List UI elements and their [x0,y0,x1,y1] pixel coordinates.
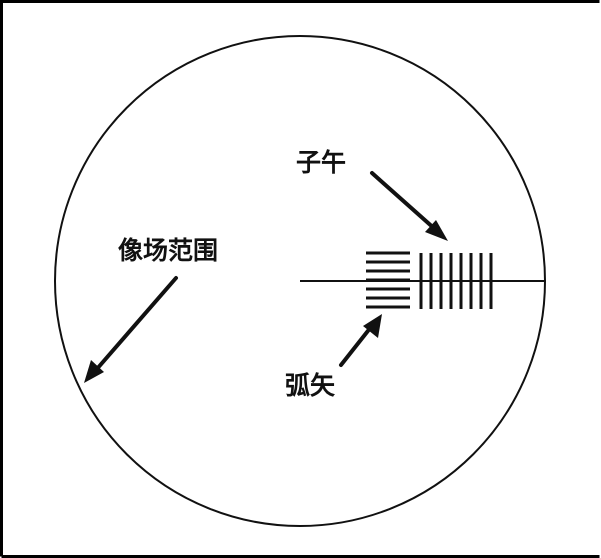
meridional-label: 子午 [296,148,346,177]
sagittal-arrow [339,314,382,367]
sagittal-pattern [366,251,410,309]
sagittal-label: 弧矢 [285,371,336,400]
sagittal-arrow-shaft [339,325,373,367]
image-field-arrow-head [84,360,104,383]
meridional-arrow-head [425,220,448,241]
meridional-pattern [419,253,493,309]
image-field-arrow-shaft [94,276,178,372]
sagittal-arrow-head [363,314,382,338]
image-field-arrow [84,276,178,383]
meridional-arrow-shaft [370,171,438,232]
meridional-arrow [370,171,448,241]
image-field-label: 像场范围 [118,236,218,265]
